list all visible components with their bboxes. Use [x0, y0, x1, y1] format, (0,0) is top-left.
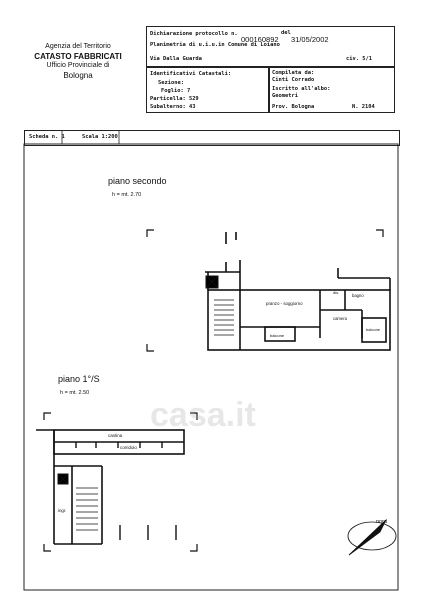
north-arrow-icon [347, 519, 397, 556]
compilata-name: Cinti Corrado [272, 77, 315, 83]
first-floor-markers [75, 442, 177, 540]
room-balcone-2: balcone [270, 333, 285, 338]
header-box-top [146, 26, 395, 68]
header-box-author [268, 66, 395, 113]
decl-label: Dichiarazione protocollo n. [150, 31, 238, 37]
second-floor-stairs [205, 275, 234, 336]
prov-text: Prov. Bologna [272, 104, 315, 110]
num-text: N. 2104 [352, 104, 375, 110]
room-camera: camera [333, 316, 347, 321]
agency-block: Agenzia del Territorio CATASTO FABBRICAT… [14, 42, 142, 80]
first-floor-stairs [57, 473, 98, 531]
first-floor-height: h = mt. 2.50 [60, 390, 90, 396]
sezione-text: Sezione: [158, 80, 184, 86]
room-pranzo: pranzo - soggiorno [266, 301, 303, 306]
del-label: del [281, 30, 291, 36]
scala-text: Scala 1:200 [82, 134, 118, 140]
room-bagno: bagno [352, 293, 364, 298]
room-cantina: cantina [108, 433, 123, 438]
address-text: Via Dalla Guarda [150, 56, 202, 62]
scheda-text: Scheda n. 1 [29, 134, 65, 140]
subalterno-text: Subalterno: 43 [150, 104, 196, 110]
agency-name: Agenzia del Territorio [45, 43, 111, 50]
office-line: Ufficio Provinciale di [46, 62, 110, 69]
room-ingr: ingr. [58, 508, 67, 513]
decl-number: 000160892 [241, 35, 279, 44]
first-floor-walls [36, 429, 185, 545]
second-floor-title: piano secondo [108, 176, 167, 186]
north-label: nord [376, 519, 388, 525]
albo-text: Geometri [272, 93, 298, 99]
particella-text: Particella: 529 [150, 96, 199, 102]
planimetria-text: Planimetria di u.i.u.in Comune di Loiano [150, 42, 280, 48]
decl-date: 31/05/2002 [291, 35, 329, 44]
first-floor-title: piano 1°/S [58, 374, 100, 384]
drawing-frame [23, 143, 399, 591]
catasto-title: CATASTO FABBRICATI [34, 51, 122, 61]
corner-marks-second [146, 229, 384, 352]
header-box-strip [24, 130, 400, 146]
ident-title: Identificativi Catastali: [150, 71, 232, 77]
room-balcone: balcone [366, 327, 381, 332]
room-corridoio: corridoio [120, 445, 137, 450]
second-floor-height: h = mt. 2.70 [112, 192, 142, 198]
watermark: casa.it [150, 396, 256, 434]
office-city: Bologna [63, 70, 93, 80]
compilata-label: Compilata da: [272, 70, 315, 76]
corner-marks-first [43, 412, 198, 552]
second-floor-walls [205, 232, 391, 351]
iscritto-label: Iscritto all'albo: [272, 86, 331, 92]
room-dis: dis. [333, 290, 340, 295]
civ-text: civ. 5/1 [346, 56, 372, 62]
header-box-ident [146, 66, 270, 113]
foglio-text: Foglio: 7 [161, 88, 191, 94]
